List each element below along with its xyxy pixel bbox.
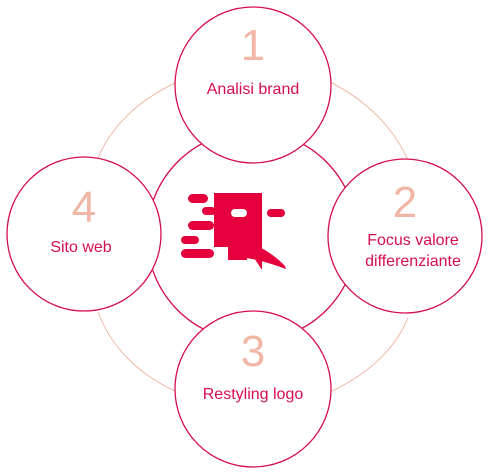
step-2-circle: [327, 158, 483, 314]
connector-arc-top-right: [329, 81, 409, 161]
step-2-node: 2 Focus valore differenziante: [327, 158, 483, 314]
connector-arc-bottom-left: [97, 311, 178, 393]
step-3-node: 3 Restyling logo: [174, 310, 332, 468]
step-3-label: Restyling logo: [203, 386, 304, 403]
step-4-label: Sito web: [50, 239, 111, 256]
step-2-number: 2: [393, 178, 417, 227]
step-1-label: Analisi brand: [207, 81, 300, 98]
brand-mask-logo-icon: [181, 193, 286, 270]
step-1-node: 1 Analisi brand: [174, 6, 332, 164]
connector-arc-top-left: [97, 81, 178, 159]
step-4-node: 4 Sito web: [6, 156, 162, 312]
step-4-number: 4: [72, 183, 96, 232]
step-2-label-line-1: Focus valore: [367, 232, 459, 249]
step-1-circle: [174, 6, 332, 164]
connector-arc-bottom-right: [329, 317, 409, 393]
step-2-label-line-2: differenziante: [365, 253, 461, 270]
step-3-number: 3: [241, 327, 265, 376]
step-1-number: 1: [241, 21, 265, 70]
step-4-circle: [6, 156, 162, 312]
connector-ring: [97, 81, 409, 393]
step-3-circle: [174, 310, 332, 468]
